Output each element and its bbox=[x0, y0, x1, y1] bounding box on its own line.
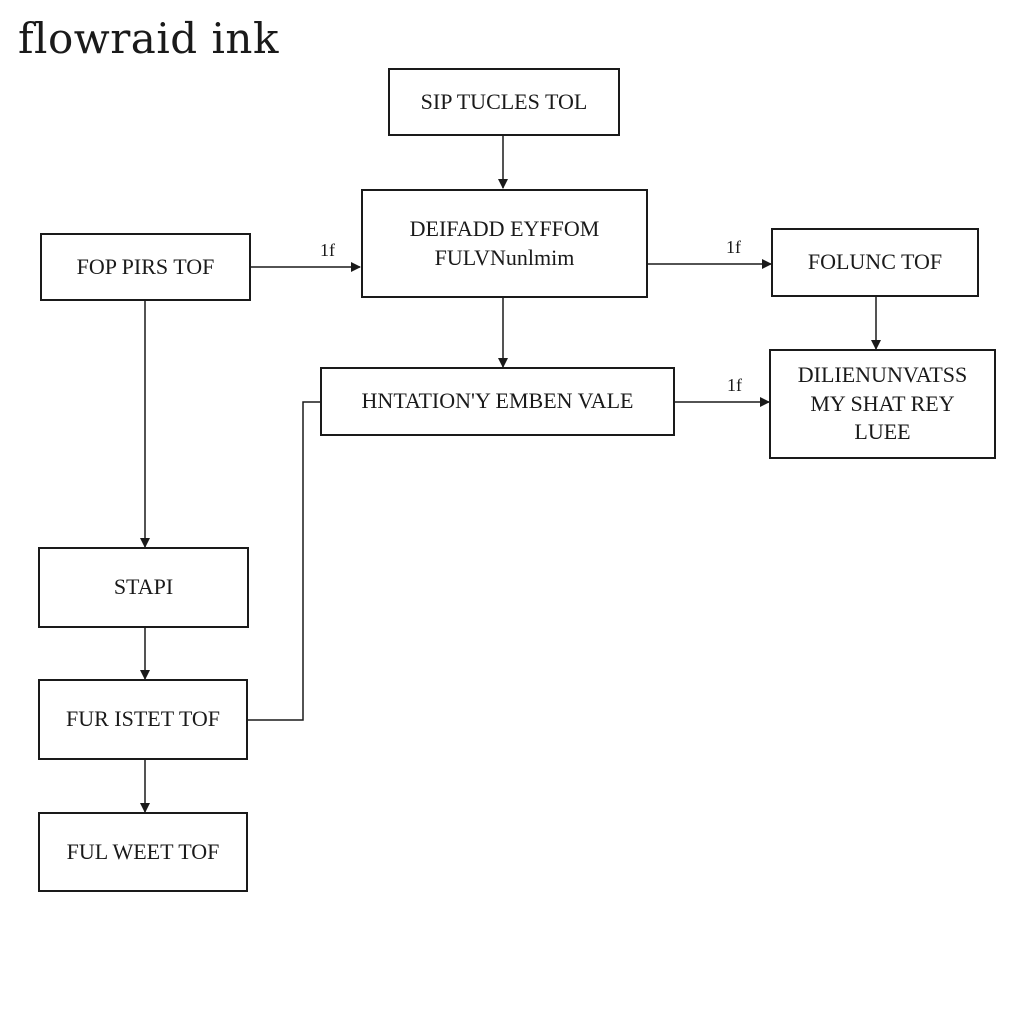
node-right-bottom-label: DILIENUNVATSS MY SHAT REY LUEE bbox=[797, 362, 968, 445]
node-right-top-label: FOLUNC TOF bbox=[807, 249, 943, 275]
edge-label-center-to-right: 1f bbox=[726, 237, 741, 257]
node-left: FOP PIRS TOF bbox=[40, 233, 251, 301]
node-middle: HNTATION'Y EMBEN VALE bbox=[320, 367, 675, 436]
node-center: DEIFADD EYFFOM FULVNunlmim bbox=[361, 189, 648, 298]
node-top-label: SIP TUCLES TOL bbox=[420, 88, 588, 114]
node-right-top: FOLUNC TOF bbox=[771, 228, 979, 297]
node-middle-label: HNTATION'Y EMBEN VALE bbox=[361, 388, 634, 414]
node-right-bottom: DILIENUNVATSS MY SHAT REY LUEE bbox=[769, 349, 996, 459]
node-fur-label: FUR ISTET TOF bbox=[65, 706, 221, 732]
node-top: SIP TUCLES TOL bbox=[388, 68, 620, 136]
edge-fur-to-middle bbox=[247, 401, 320, 721]
node-stap: STAPI bbox=[38, 547, 249, 628]
node-center-label: DEIFADD EYFFOM FULVNunlmim bbox=[409, 215, 600, 270]
edge-label-middle-to-right: 1f bbox=[727, 375, 742, 395]
node-left-label: FOP PIRS TOF bbox=[76, 253, 215, 279]
edge-label-left-to-center: 1f bbox=[320, 240, 335, 260]
diagram-title: flowraid ink bbox=[18, 14, 279, 63]
node-ful: FUL WEET TOF bbox=[38, 812, 248, 892]
node-fur: FUR ISTET TOF bbox=[38, 679, 248, 760]
node-ful-label: FUL WEET TOF bbox=[66, 838, 220, 864]
node-stap-label: STAPI bbox=[113, 574, 174, 600]
